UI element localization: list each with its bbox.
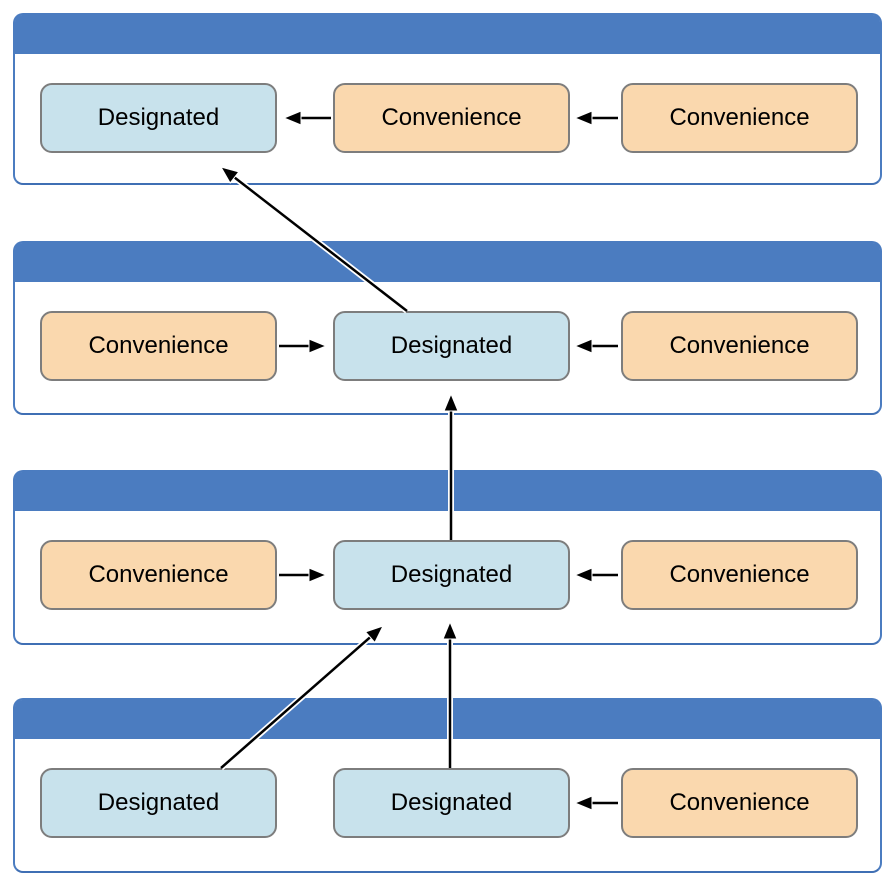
node-s2-right: Convenience: [621, 311, 858, 381]
class-header: [15, 700, 880, 739]
class-header: [15, 243, 880, 282]
node-s2-left: Convenience: [40, 311, 277, 381]
class-header: [15, 15, 880, 54]
node-s4-mid: Designated: [333, 768, 570, 838]
node-s3-left: Convenience: [40, 540, 277, 610]
node-s1-left: Designated: [40, 83, 277, 153]
class-header: [15, 472, 880, 511]
node-s3-mid: Designated: [333, 540, 570, 610]
node-s1-mid: Convenience: [333, 83, 570, 153]
node-s4-left: Designated: [40, 768, 277, 838]
node-s3-right: Convenience: [621, 540, 858, 610]
node-s2-mid: Designated: [333, 311, 570, 381]
class-block-subclass-3: Designated Designated Convenience: [13, 698, 882, 873]
class-block-superclass: Designated Convenience Convenience: [13, 13, 882, 185]
class-block-subclass-2: Convenience Designated Convenience: [13, 470, 882, 645]
class-block-subclass-1: Convenience Designated Convenience: [13, 241, 882, 415]
node-s4-right: Convenience: [621, 768, 858, 838]
node-s1-right: Convenience: [621, 83, 858, 153]
